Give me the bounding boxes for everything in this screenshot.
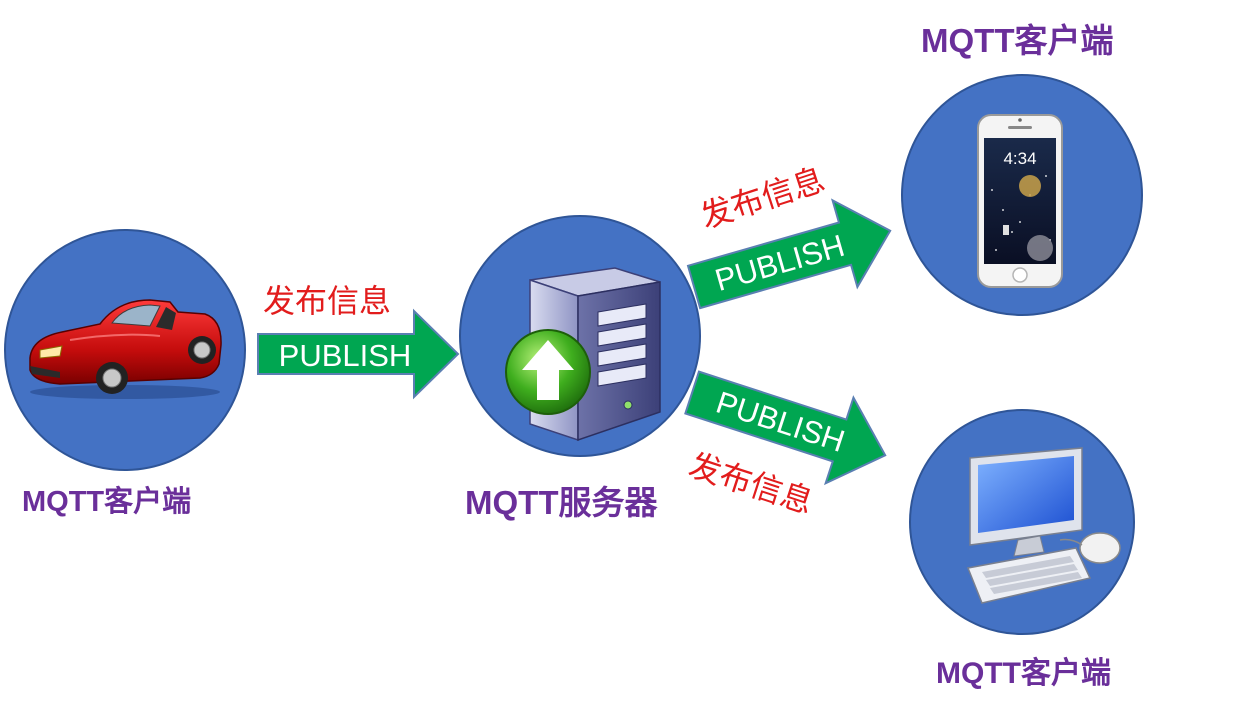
phone-client-label: MQTT客户端 bbox=[921, 22, 1114, 59]
pc-client-label: MQTT客户端 bbox=[936, 657, 1111, 690]
car-client-label: MQTT客户端 bbox=[22, 486, 192, 518]
server-icon bbox=[505, 267, 661, 442]
left-publish-arrow: PUBLISH bbox=[257, 308, 460, 400]
upper-publish-label: PUBLISH bbox=[711, 228, 848, 298]
left-info-caption: 发布信息 bbox=[263, 282, 392, 320]
desktop-computer-icon bbox=[966, 447, 1121, 604]
left-publish-label: PUBLISH bbox=[279, 338, 412, 373]
smartphone-icon: 4:34 bbox=[977, 114, 1063, 288]
server-label: MQTT服务器 bbox=[465, 484, 658, 521]
phone-clock: 4:34 bbox=[1003, 149, 1036, 168]
lower-publish-label: PUBLISH bbox=[712, 385, 849, 459]
car-icon bbox=[29, 299, 222, 399]
